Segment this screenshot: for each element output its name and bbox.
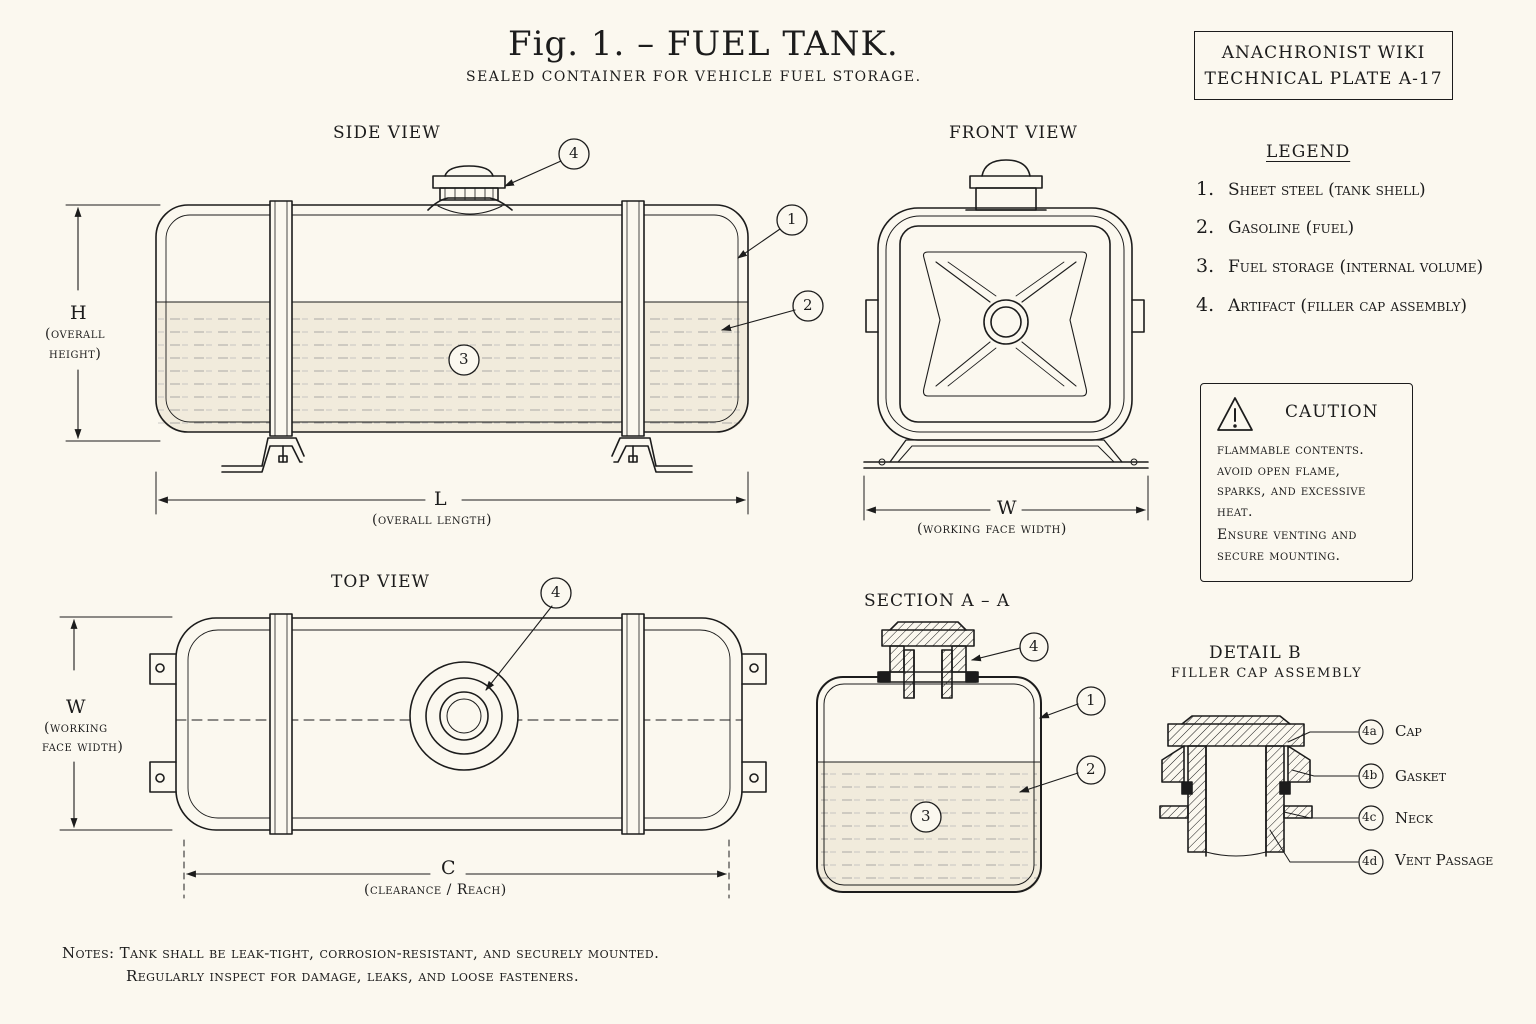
front-view-drawing	[863, 159, 1149, 521]
top-view-label: TOP VIEW	[331, 572, 430, 592]
caution-line: secure mounting.	[1217, 547, 1341, 564]
detail-view-label: DETAIL B	[1209, 643, 1302, 663]
callout-3-side: 3	[459, 350, 469, 368]
plate-line-1: ANACHRONIST WIKI	[1221, 43, 1426, 63]
dim-l-symbol: L	[434, 488, 447, 510]
page-title: Fig. 1. – FUEL TANK.	[508, 24, 899, 64]
legend-item-number: 4.	[1196, 294, 1215, 316]
section-aa-drawing	[816, 621, 1106, 893]
side-view-label: SIDE VIEW	[333, 123, 441, 143]
caution-line: heat.	[1217, 503, 1253, 520]
dim-w-top-desc-1: (working	[44, 720, 108, 736]
dim-h-desc-1: (overall	[45, 326, 106, 342]
section-view-label: SECTION A – A	[864, 591, 1011, 611]
callout-2-side: 2	[803, 296, 813, 314]
caution-line: Ensure venting and	[1217, 527, 1357, 543]
callout-4-side: 4	[569, 144, 579, 162]
callout-4d: 4d	[1362, 854, 1378, 868]
legend-item: 3. Fuel storage (internal volume)	[1196, 255, 1483, 277]
caution-line: sparks, and excessive	[1217, 483, 1366, 499]
caution-box: CAUTION flammable contents. avoid open f…	[1200, 383, 1413, 582]
dim-w-front-symbol: W	[997, 497, 1017, 519]
caution-title: CAUTION	[1285, 402, 1379, 422]
plate-line-2: TECHNICAL PLATE A-17	[1204, 69, 1443, 89]
dim-w-front-desc: (working face width)	[917, 521, 1067, 537]
callout-2-section: 2	[1086, 760, 1096, 778]
callout-4-section: 4	[1029, 637, 1039, 655]
detail-label-cap: Cap	[1395, 722, 1422, 740]
dim-w-top-symbol: W	[66, 696, 86, 718]
caution-line: flammable contents.	[1217, 442, 1365, 458]
callout-3-section: 3	[921, 807, 931, 825]
callout-4-top: 4	[551, 583, 561, 601]
plate-box: ANACHRONIST WIKI TECHNICAL PLATE A-17	[1194, 31, 1453, 100]
side-view-drawing	[65, 138, 824, 515]
detail-view-sublabel: FILLER CAP ASSEMBLY	[1171, 666, 1363, 681]
callout-1-section: 1	[1086, 691, 1096, 709]
dim-l-desc: (overall length)	[372, 512, 493, 528]
detail-b-drawing	[1159, 715, 1384, 875]
notes-block: Notes: Tank shall be leak-tight, corrosi…	[62, 942, 659, 988]
dim-w-top-desc-2: face width)	[42, 739, 124, 755]
callout-4c: 4c	[1362, 810, 1377, 824]
legend-item-text: Sheet steel (tank shell)	[1228, 180, 1426, 200]
dim-h-symbol: H	[70, 302, 87, 324]
dim-c-desc: (clearance / Reach)	[364, 882, 507, 898]
legend-item-number: 2.	[1196, 216, 1215, 238]
callout-4a: 4a	[1362, 724, 1377, 738]
notes-line-1: Notes: Tank shall be leak-tight, corrosi…	[62, 944, 660, 962]
caution-body: flammable contents. avoid open flame, sp…	[1217, 440, 1366, 566]
legend-item: 1. Sheet steel (tank shell)	[1196, 178, 1426, 200]
legend-item: 2. Gasoline (fuel)	[1196, 216, 1354, 238]
legend-item-text: Fuel storage (internal volume)	[1228, 257, 1484, 277]
detail-label-vent: Vent Passage	[1395, 851, 1494, 869]
legend-item-text: Artifact (filler cap assembly)	[1228, 296, 1468, 316]
caution-line: avoid open flame,	[1217, 462, 1341, 479]
legend-item-number: 1.	[1196, 178, 1215, 200]
notes-line-2: Regularly inspect for damage, leaks, and…	[126, 967, 579, 985]
detail-label-neck: Neck	[1395, 809, 1433, 827]
dim-c-symbol: C	[441, 857, 456, 879]
legend-item-text: Gasoline (fuel)	[1228, 218, 1355, 238]
legend-heading: LEGEND	[1266, 142, 1351, 162]
front-view-label: FRONT VIEW	[949, 123, 1079, 143]
dim-h-desc-2: height)	[49, 346, 102, 362]
legend-item: 4. Artifact (filler cap assembly)	[1196, 294, 1467, 316]
detail-label-gasket: Gasket	[1395, 767, 1447, 785]
legend-item-number: 3.	[1196, 255, 1215, 277]
warning-icon	[1217, 397, 1253, 431]
callout-1-side: 1	[787, 210, 797, 228]
page-subtitle: SEALED CONTAINER FOR VEHICLE FUEL STORAG…	[466, 69, 922, 85]
callout-4b: 4b	[1362, 768, 1378, 782]
top-view-drawing	[59, 577, 767, 899]
